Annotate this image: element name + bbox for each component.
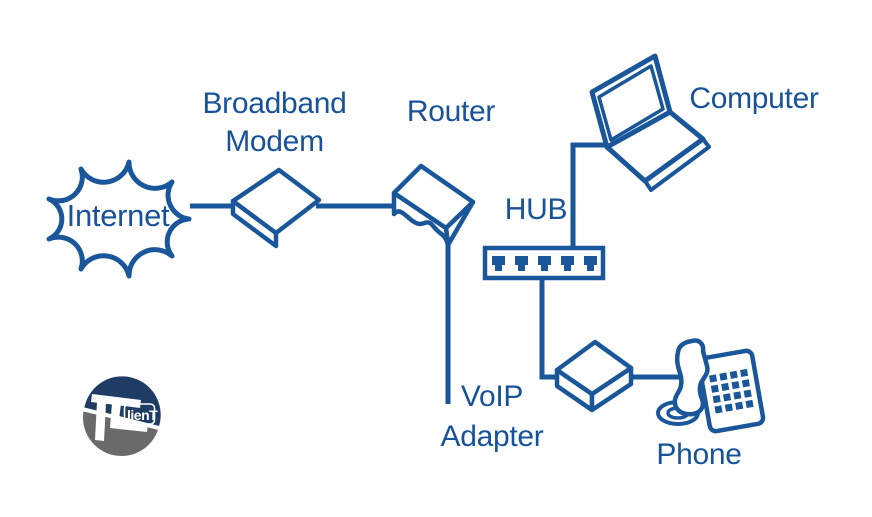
broadband-modem-label: Broadband Modem xyxy=(182,85,367,161)
router-icon xyxy=(391,163,476,248)
connection-hub-voip-adapter xyxy=(539,276,560,380)
internet-cloud-icon xyxy=(46,159,192,279)
broadband-modem-label-line2: Modem xyxy=(225,125,324,158)
voip-adapter-label-line2: Adapter xyxy=(440,420,544,453)
modem-top-face xyxy=(230,167,322,236)
broadband-modem-icon xyxy=(230,167,322,249)
computer-label: Computer xyxy=(689,82,819,115)
phone-keypad xyxy=(708,368,754,414)
hub-port-icon xyxy=(492,256,505,271)
phone-icon xyxy=(656,338,766,434)
phone-body xyxy=(696,348,766,434)
hub-icon xyxy=(482,245,606,281)
connection-computer-hub xyxy=(570,142,609,250)
hub-port-icon xyxy=(584,256,597,271)
logo-text-frame xyxy=(123,403,156,425)
adapter-top-face xyxy=(554,339,634,397)
hub-port-icon xyxy=(561,256,574,271)
hub-port-icon xyxy=(538,256,551,271)
router-top-face xyxy=(391,163,476,231)
computer-icon xyxy=(589,53,711,192)
router-front-wave-face xyxy=(391,190,451,248)
connection-lines xyxy=(190,142,701,404)
voip-adapter-icon xyxy=(554,339,634,413)
laptop-screen-inner xyxy=(597,64,665,142)
internet-label: Internet xyxy=(66,198,170,233)
hub-ports xyxy=(492,256,597,271)
voip-adapter-label-line1: VoIP xyxy=(460,380,524,413)
brand-logo: lienT xyxy=(81,376,161,456)
router-label: Router xyxy=(406,95,496,128)
phone-handset xyxy=(672,338,710,417)
hub-label: HUB xyxy=(504,193,568,226)
logo-text: lienT xyxy=(127,407,158,423)
laptop-screen xyxy=(589,53,673,150)
phone-label: Phone xyxy=(656,438,742,471)
broadband-modem-label-line1: Broadband xyxy=(202,87,347,120)
voip-adapter-label: VoIP Adapter xyxy=(412,377,572,457)
hub-port-icon xyxy=(515,256,528,271)
